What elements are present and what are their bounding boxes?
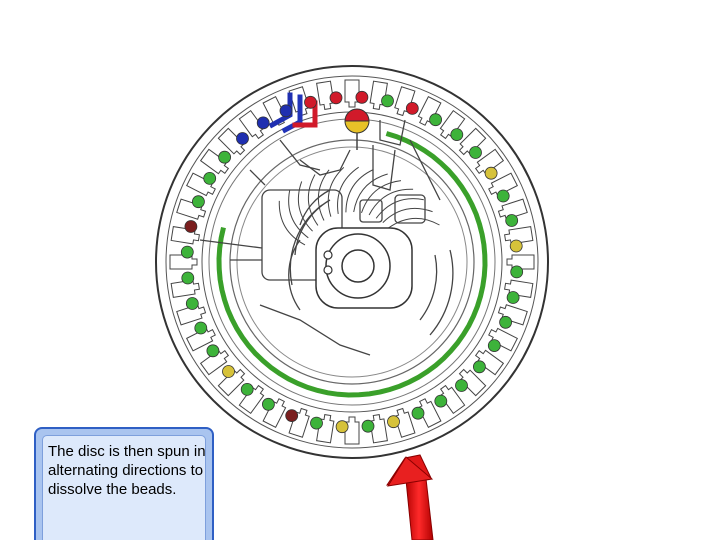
bead [362,420,374,432]
bead [181,246,193,258]
bead [286,410,298,422]
red-arrow-icon [387,455,433,540]
bead [412,407,424,419]
center-hub [316,228,412,308]
bead [456,380,468,392]
bead [507,292,519,304]
bead [185,221,197,233]
bead [280,105,292,117]
bead [388,416,400,428]
bead [311,417,323,429]
bead [219,151,231,163]
bead [488,340,500,352]
text-callout-box: The disc is then spun in alternating dir… [34,427,214,540]
bead [182,272,194,284]
bead [382,95,394,107]
bead [186,298,198,310]
bead [356,91,368,103]
bead [470,147,482,159]
bead [510,240,522,252]
bead [237,133,249,145]
bead [195,322,207,334]
bead [223,366,235,378]
bead [257,117,269,129]
bead [500,316,512,328]
bead [207,345,219,357]
bead [192,196,204,208]
bead [506,215,518,227]
bead [204,172,216,184]
bead [511,266,523,278]
callout-text: The disc is then spun in alternating dir… [48,442,208,499]
bead [435,395,447,407]
bead [473,361,485,373]
bead [485,167,497,179]
bead [451,129,463,141]
bead [262,398,274,410]
bead [497,190,509,202]
bead [305,96,317,108]
bead [430,114,442,126]
bead [406,102,418,114]
bead [336,421,348,433]
bead [330,92,342,104]
bead [241,383,253,395]
